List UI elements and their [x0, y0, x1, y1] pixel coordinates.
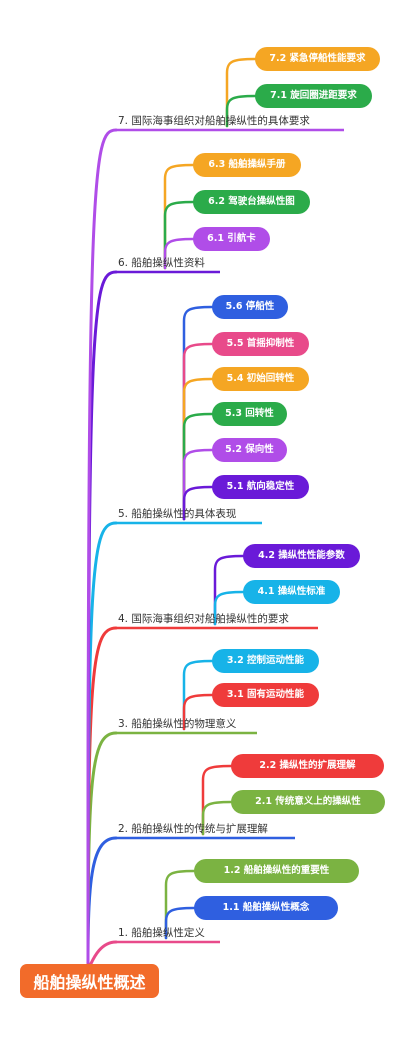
branch-node[interactable]: 2. 船舶操纵性的传统与扩展理解	[118, 823, 268, 835]
leaf-connector	[163, 237, 195, 270]
leaf-node[interactable]: 5.2 保向性	[212, 438, 287, 462]
leaf-connector	[182, 693, 214, 731]
leaf-node[interactable]: 7.2 紧急停船性能要求	[255, 47, 380, 71]
leaf-connector	[182, 377, 214, 521]
leaf-connector	[182, 448, 214, 521]
leaf-node[interactable]: 5.1 航向稳定性	[212, 475, 309, 499]
branch-node[interactable]: 6. 船舶操纵性资料	[118, 257, 205, 269]
leaf-node[interactable]: 6.2 驾驶台操纵性图	[193, 190, 310, 214]
leaf-connector	[163, 200, 195, 270]
branch-node[interactable]: 4. 国际海事组织对船舶操纵性的要求	[118, 613, 289, 625]
leaf-node[interactable]: 3.2 控制运动性能	[212, 649, 319, 673]
leaf-connector	[225, 94, 257, 128]
root-node[interactable]: 船舶操纵性概述	[20, 964, 159, 998]
leaf-connector	[182, 412, 214, 521]
leaf-connector	[163, 163, 195, 270]
leaf-node[interactable]: 1.1 船舶操纵性概念	[194, 896, 338, 920]
leaf-node[interactable]: 5.4 初始回转性	[212, 367, 309, 391]
leaf-node[interactable]: 1.2 船舶操纵性的重要性	[194, 859, 359, 883]
leaf-connector	[182, 659, 214, 731]
leaf-connector	[225, 57, 257, 128]
leaf-node[interactable]: 7.1 旋回圈进距要求	[255, 84, 372, 108]
leaf-node[interactable]: 6.1 引航卡	[193, 227, 270, 251]
leaf-node[interactable]: 5.5 首摇抑制性	[212, 332, 309, 356]
leaf-node[interactable]: 4.1 操纵性标准	[243, 580, 340, 604]
leaf-connector	[182, 305, 214, 521]
leaf-connector	[182, 342, 214, 521]
leaf-connector	[164, 869, 196, 940]
branch-node[interactable]: 7. 国际海事组织对船舶操纵性的具体要求	[118, 115, 310, 127]
leaf-connector	[213, 554, 245, 626]
branch-node[interactable]: 3. 船舶操纵性的物理意义	[118, 718, 237, 730]
leaf-node[interactable]: 5.6 停船性	[212, 295, 288, 319]
leaf-node[interactable]: 3.1 固有运动性能	[212, 683, 319, 707]
branch-node[interactable]: 5. 船舶操纵性的具体表现	[118, 508, 237, 520]
leaf-node[interactable]: 4.2 操纵性性能参数	[243, 544, 360, 568]
leaf-connector	[213, 590, 245, 626]
leaf-connector	[201, 800, 233, 836]
leaf-node[interactable]: 5.3 回转性	[212, 402, 287, 426]
leaf-connector	[182, 485, 214, 521]
leaf-connector	[164, 906, 196, 940]
leaf-connector	[201, 764, 233, 836]
leaf-node[interactable]: 2.1 传统意义上的操纵性	[231, 790, 385, 814]
branch-connector	[86, 128, 118, 964]
branch-node[interactable]: 1. 船舶操纵性定义	[118, 927, 205, 939]
leaf-node[interactable]: 2.2 操纵性的扩展理解	[231, 754, 384, 778]
leaf-node[interactable]: 6.3 船舶操纵手册	[193, 153, 301, 177]
